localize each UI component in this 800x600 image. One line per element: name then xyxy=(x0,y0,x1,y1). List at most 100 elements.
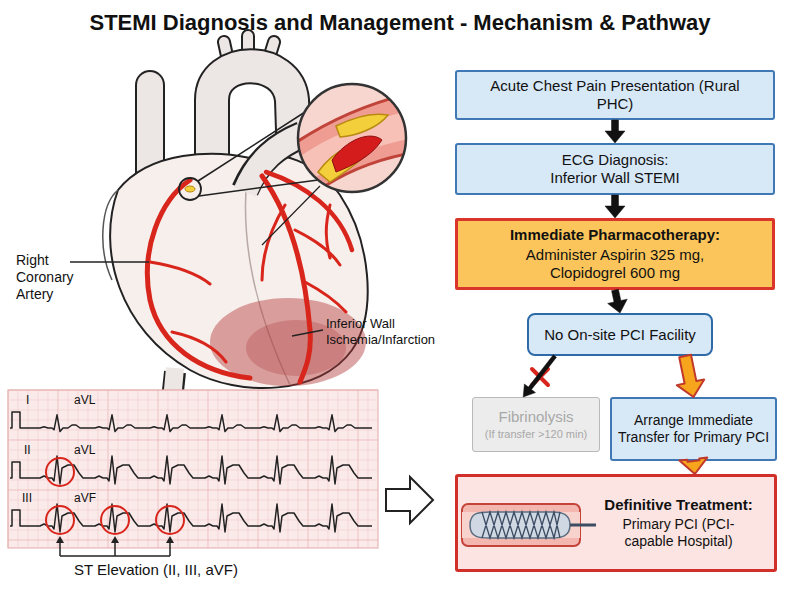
ecg-grid xyxy=(378,390,379,548)
artery-magnifier xyxy=(296,82,410,196)
ecg-grid xyxy=(8,470,378,471)
ecg-grid xyxy=(8,480,378,481)
process-box: Fibrinolysis(If transfer >120 min) xyxy=(472,397,600,452)
stent-illustration xyxy=(462,512,580,538)
box-heading: Immediate Pharmacotherapy: xyxy=(510,226,720,244)
ecg-grid xyxy=(8,530,378,531)
ecg-grid xyxy=(48,390,49,548)
heart-drawing xyxy=(266,172,352,250)
ecg-grid xyxy=(278,390,279,548)
box-text: ECG Diagnosis: Inferior Wall STEMI xyxy=(540,151,690,187)
box-text: Primary PCI (PCI-capable Hospital) xyxy=(600,516,758,550)
ecg-grid xyxy=(208,390,209,548)
st-highlight xyxy=(46,506,74,534)
st-bracket xyxy=(111,536,119,543)
lead-label: III xyxy=(22,491,32,505)
ecg-grid xyxy=(148,390,149,548)
heart-drawing xyxy=(172,372,175,400)
lead-label: aVL xyxy=(74,443,95,457)
ecg-grid xyxy=(8,450,378,451)
box-text: (If transfer >120 min) xyxy=(485,428,587,441)
heart-drawing xyxy=(262,176,310,382)
ecg-grid xyxy=(58,390,59,548)
artery-magnifier xyxy=(285,93,416,205)
stent-illustration xyxy=(470,512,570,538)
region-label: Inferior Wall Ischemia/Infarction xyxy=(326,316,456,347)
process-box: Definitive Treatment: Primary PCI (PCI-ca… xyxy=(455,474,777,572)
ecg-trace xyxy=(10,412,372,432)
ecg-grid xyxy=(368,390,369,548)
ecg-grid xyxy=(8,410,378,411)
ecg-grid xyxy=(8,420,378,421)
ecg-grid xyxy=(348,390,349,548)
artery-magnifier xyxy=(336,114,388,137)
lead-label: aVL xyxy=(74,393,95,407)
diagram-title: STEMI Diagnosis and Management - Mechani… xyxy=(0,10,800,36)
heart-drawing xyxy=(110,154,368,388)
ecg-grid xyxy=(168,390,169,548)
ecg-grid xyxy=(8,400,378,401)
st-bracket xyxy=(169,540,171,556)
st-highlight xyxy=(46,458,184,534)
leader-lines xyxy=(292,330,323,336)
ecg-grid xyxy=(108,390,109,548)
st-bracket xyxy=(56,536,64,543)
st-highlight xyxy=(46,458,74,486)
process-box: ECG Diagnosis: Inferior Wall STEMI xyxy=(455,143,775,195)
annotation-label: ST Elevation (II, III, aVF) xyxy=(74,561,238,579)
ecg-grid xyxy=(38,390,39,548)
ecg-grid xyxy=(88,390,89,548)
ecg-grid xyxy=(78,390,79,548)
heart-drawing xyxy=(185,186,195,192)
lead-label: I xyxy=(26,393,29,407)
ecg-grid xyxy=(8,390,378,548)
ecg-grid xyxy=(118,390,119,548)
stent-illustration xyxy=(462,504,580,546)
box-text: Arrange Immediate Transfer for Primary P… xyxy=(613,412,775,446)
heart-drawing xyxy=(262,186,320,245)
ecg-trace xyxy=(10,504,372,532)
heart-drawing xyxy=(245,135,302,192)
artery-label: Right Coronary Artery xyxy=(16,252,96,302)
ecg-strip xyxy=(8,390,378,556)
process-box: Immediate Pharmacotherapy:Administer Asp… xyxy=(455,218,775,290)
heart-drawing xyxy=(245,165,290,385)
st-highlight xyxy=(156,506,184,534)
box-text: Acute Chest Pain Presentation (Rural PHC… xyxy=(490,77,740,113)
ecg-grid xyxy=(318,390,319,548)
heart-drawing xyxy=(179,178,201,200)
ecg-grid xyxy=(238,390,239,548)
heart-drawing xyxy=(198,112,305,181)
ecg-trace xyxy=(10,456,372,484)
artery-magnifier xyxy=(318,146,370,182)
st-bracket xyxy=(60,555,170,557)
ecg-grid xyxy=(28,390,29,548)
ecg-grid xyxy=(18,390,19,548)
flow-arrow xyxy=(679,458,707,474)
heart-drawing xyxy=(245,135,302,190)
ecg-grid xyxy=(218,390,219,548)
st-bracket xyxy=(166,536,174,543)
heart-drawing xyxy=(137,85,163,200)
stent-illustration xyxy=(570,524,596,527)
artery-magnifier xyxy=(292,110,414,190)
flow-arrow xyxy=(523,355,556,397)
heart-drawing xyxy=(103,190,118,280)
box-heading: Definitive Treatment: xyxy=(604,496,752,514)
flow-arrow xyxy=(605,195,625,218)
flow-arrow xyxy=(608,289,628,313)
ecg-grid xyxy=(8,500,378,501)
artery-magnifier xyxy=(285,82,416,205)
heart-drawing xyxy=(172,368,175,400)
leader-lines xyxy=(70,261,149,262)
process-box: Acute Chest Pain Presentation (Rural PHC… xyxy=(455,70,775,120)
artery-magnifier xyxy=(298,84,406,192)
ecg-grid xyxy=(8,520,378,521)
ecg-grid xyxy=(98,390,99,548)
stent-illustration xyxy=(482,512,560,538)
heart-drawing xyxy=(150,205,346,362)
ecg-grid xyxy=(8,460,378,461)
stent-illustration xyxy=(462,504,596,546)
heart-drawing xyxy=(224,36,274,70)
